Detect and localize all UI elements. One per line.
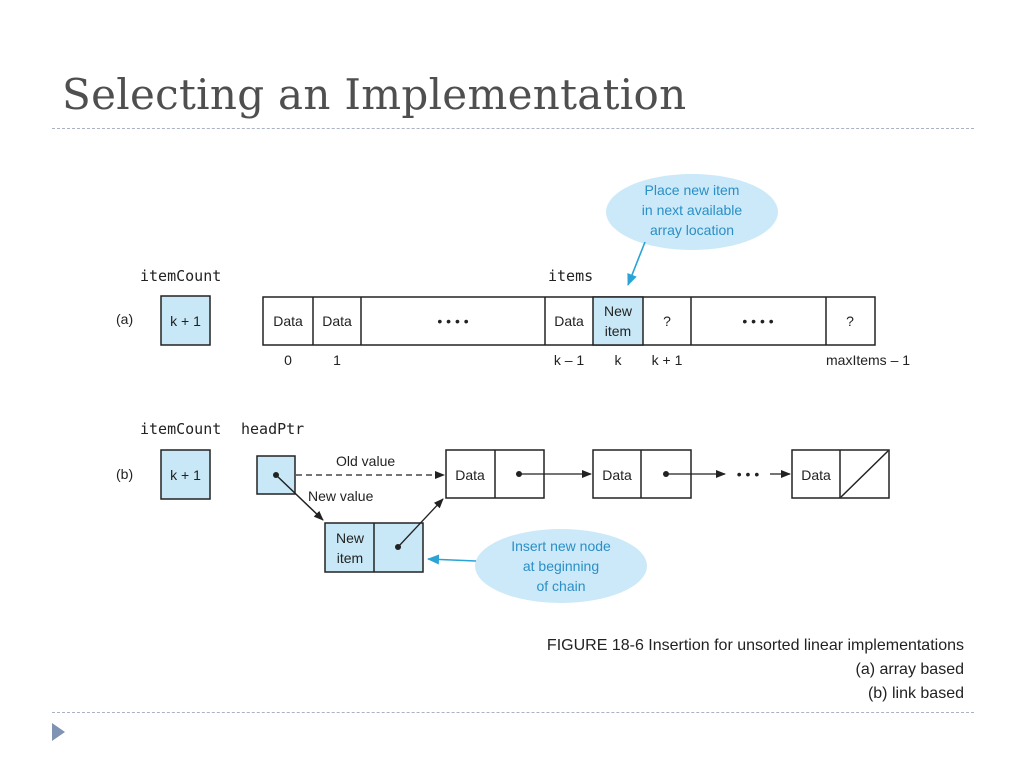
callout-chain-line-2: at beginning [523,558,599,574]
old-value-label: Old value [336,453,395,469]
title-divider [52,128,974,129]
callout-array-line-2: in next available [642,202,743,218]
array-cell-0: Data [273,313,303,329]
new-value-label: New value [308,488,374,504]
callout-array [606,174,778,250]
array-cell-k-plus-1: ? [663,313,671,329]
triangle-bullet-icon [52,723,65,741]
item-count-value-a: k + 1 [170,313,201,329]
array-ellipsis-2: • • • • [742,313,773,329]
index-0: 0 [284,352,292,368]
callout-array-line-3: array location [650,222,734,238]
array-ellipsis-1: • • • • [437,313,468,329]
array-based-diagram: Place new item in next available array l… [116,174,910,368]
item-count-label-a: itemCount [140,267,221,285]
array-cell-k-minus-1: Data [554,313,584,329]
index-max: maxItems – 1 [826,352,910,368]
item-count-label-b: itemCount [140,420,221,438]
index-1: 1 [333,352,341,368]
item-count-box-a [160,295,211,346]
array-cell-k-line-2: item [605,323,631,339]
new-value-arrow [275,474,324,521]
caption-line-1: FIGURE 18-6 Insertion for unsorted linea… [546,637,964,654]
null-pointer-slash [840,450,889,498]
chain-node-last-data: Data [801,467,831,483]
new-node-next-arrow [397,498,444,548]
array-cell-k-line-1: New [604,303,633,319]
index-k: k [615,352,623,368]
callout-chain [475,529,647,603]
caption-line-2: (a) array based [855,661,965,678]
index-k-minus-1: k – 1 [554,352,585,368]
chain-node-1-data: Data [455,467,485,483]
new-node-line-2: item [337,550,363,566]
head-ptr-label: headPtr [241,420,304,438]
callout-array-line-1: Place new item [645,182,740,198]
index-max-name: maxItems [826,352,887,368]
array-cell-last: ? [846,313,854,329]
callout-chain-line-3: of chain [536,578,585,594]
item-count-value-b: k + 1 [170,467,201,483]
part-a-label: (a) [116,311,133,327]
item-count-box-b [160,449,211,500]
slide-title: Selecting an Implementation [62,70,687,119]
callout-chain-line-1: Insert new node [511,538,611,554]
array-cell-1: Data [322,313,352,329]
items-array [262,296,876,346]
figure-caption: FIGURE 18-6 Insertion for unsorted linea… [547,634,964,706]
index-max-suffix: – 1 [887,352,911,368]
new-node-line-1: New [336,530,365,546]
part-b-label: (b) [116,466,133,482]
callout-chain-arrow [427,554,477,565]
items-label: items [548,267,593,285]
caption-line-3: (b) link based [867,685,964,702]
footer-divider [52,712,974,713]
chain-node-2-data: Data [602,467,632,483]
array-cell-new-item [592,296,644,346]
chain-ellipsis: • • • [737,466,760,482]
figure-18-6: Place new item in next available array l… [116,174,910,603]
index-k-plus-1: k + 1 [652,352,683,368]
callout-array-arrow [627,241,646,286]
link-based-diagram: itemCount headPtr (b) k + 1 Old value Ne… [116,420,890,603]
